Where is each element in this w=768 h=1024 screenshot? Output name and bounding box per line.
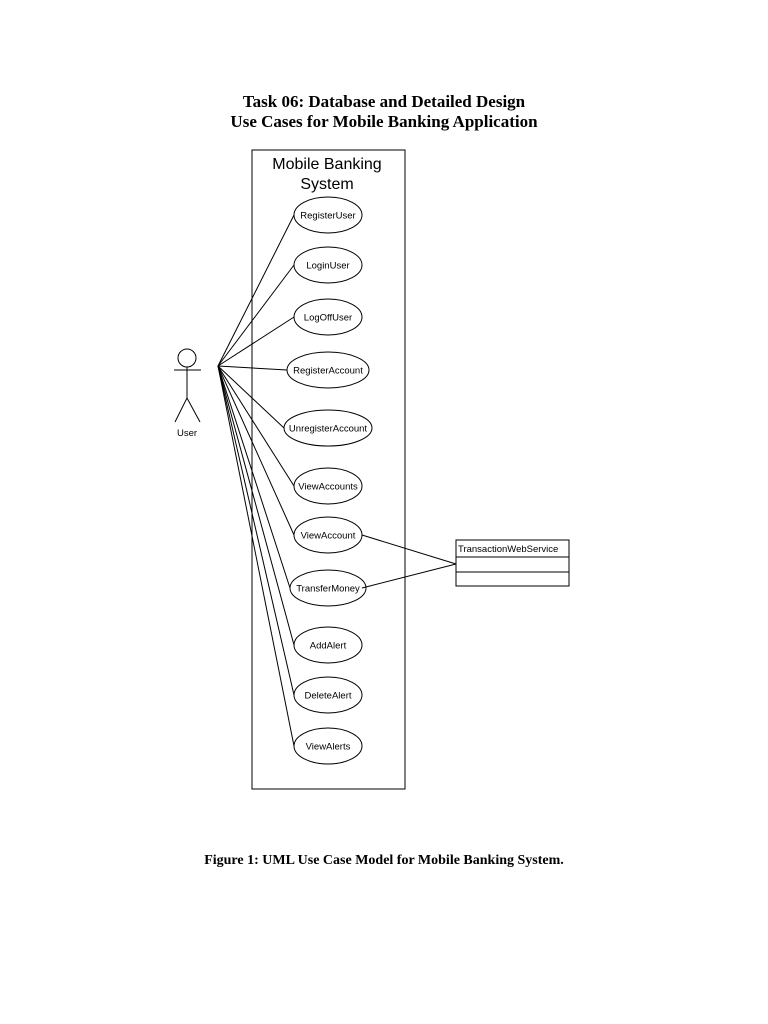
- system-name-line-1: Mobile Banking: [272, 156, 381, 173]
- use-case-ellipse: [293, 467, 363, 505]
- use-case-view-accounts: ViewAccounts: [293, 467, 363, 505]
- use-case-label: AddAlert: [310, 641, 347, 652]
- user-actor-icon: [174, 348, 201, 423]
- use-case-group: RegisterUserLoginUserLogOffUserRegisterA…: [283, 196, 373, 765]
- use-case-ellipse: [293, 298, 363, 336]
- use-case-register-account: RegisterAccount: [286, 351, 370, 389]
- transaction-web-service-class: TransactionWebService: [455, 539, 570, 587]
- use-case-ellipse: [293, 727, 363, 765]
- use-case-label: UnregisterAccount: [289, 424, 368, 435]
- use-case-view-account: ViewAccount: [293, 516, 363, 554]
- association-login-user: [217, 264, 295, 367]
- use-case-label: LogOffUser: [304, 313, 352, 324]
- association-viewaccount-service: [361, 534, 457, 565]
- use-case-delete-alert: DeleteAlert: [293, 676, 363, 714]
- association-view-alerts: [217, 365, 295, 747]
- figure-caption: Figure 1: UML Use Case Model for Mobile …: [204, 853, 564, 868]
- use-case-ellipse: [289, 569, 367, 607]
- use-case-ellipse: [293, 676, 363, 714]
- use-case-ellipse: [286, 351, 370, 389]
- use-case-label: ViewAccounts: [298, 482, 358, 493]
- actor-name: User: [177, 428, 197, 439]
- class-name: TransactionWebService: [458, 544, 558, 555]
- use-case-log-off-user: LogOffUser: [293, 298, 363, 336]
- association-delete-alert: [217, 365, 295, 696]
- use-case-label: TransferMoney: [296, 584, 360, 595]
- association-transfer-money: [217, 365, 291, 589]
- use-case-unregister-account: UnregisterAccount: [283, 409, 373, 447]
- use-case-add-alert: AddAlert: [293, 626, 363, 664]
- association-view-accounts: [217, 365, 295, 487]
- use-case-label: RegisterAccount: [293, 366, 363, 377]
- use-case-ellipse: [293, 246, 363, 284]
- association-register-account: [217, 365, 288, 371]
- use-case-ellipse: [293, 626, 363, 664]
- page-title-line-1: Task 06: Database and Detailed Design: [242, 92, 526, 111]
- use-case-label: DeleteAlert: [305, 691, 352, 702]
- use-case-register-user: RegisterUser: [293, 196, 363, 234]
- system-name-line-2: System: [300, 176, 353, 193]
- use-case-label: ViewAlerts: [306, 742, 351, 753]
- use-case-login-user: LoginUser: [293, 246, 363, 284]
- association-unregister-account: [217, 365, 285, 429]
- use-case-label: LoginUser: [306, 261, 349, 272]
- use-case-view-alerts: ViewAlerts: [293, 727, 363, 765]
- use-case-ellipse: [283, 409, 373, 447]
- association-log-off-user: [217, 316, 295, 367]
- page-title-line-2: Use Cases for Mobile Banking Application: [230, 112, 538, 131]
- use-case-ellipse: [293, 196, 363, 234]
- association-add-alert: [217, 365, 295, 646]
- use-case-label: ViewAccount: [301, 531, 356, 542]
- association-lines: [217, 214, 295, 747]
- association-transfermoney-service: [361, 563, 457, 589]
- association-view-account: [217, 365, 295, 536]
- use-case-label: RegisterUser: [300, 211, 355, 222]
- association-register-user: [217, 214, 295, 367]
- use-case-transfer-money: TransferMoney: [289, 569, 367, 607]
